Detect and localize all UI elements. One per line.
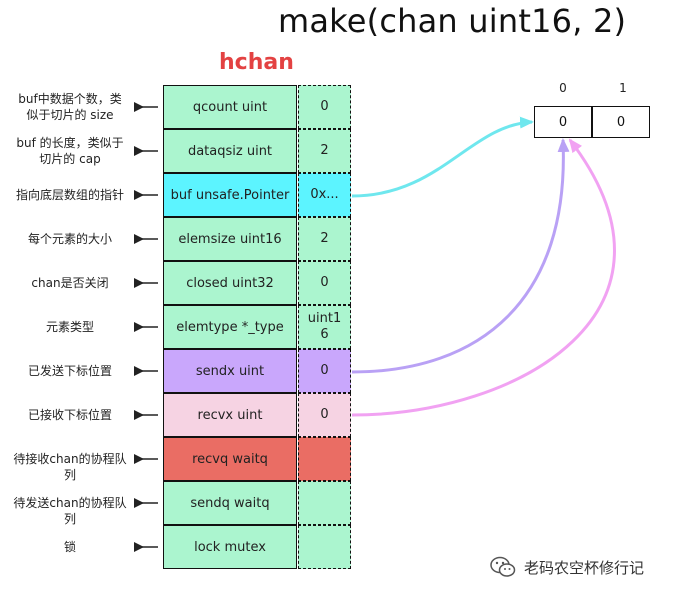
field-description: 锁 bbox=[63, 540, 76, 554]
field-value: 0 bbox=[298, 349, 351, 393]
field-name: elemtype *_type bbox=[163, 305, 297, 349]
field-name: sendq waitq bbox=[163, 481, 297, 525]
field-name: elemsize uint16 bbox=[163, 217, 297, 261]
array-cell-0: 0 bbox=[534, 106, 592, 138]
field-value: 0 bbox=[298, 261, 351, 305]
field-name: buf unsafe.Pointer bbox=[163, 173, 297, 217]
field-description: 元素类型 bbox=[45, 320, 94, 334]
field-value: 2 bbox=[298, 129, 351, 173]
hchan-row: recvq waitq bbox=[163, 437, 351, 481]
field-description: buf 的长度，类似于 切片的 cap bbox=[16, 136, 124, 166]
array-cell-1: 0 bbox=[592, 106, 650, 138]
field-value bbox=[298, 525, 351, 569]
field-description: chan是否关闭 bbox=[31, 276, 109, 290]
field-description: buf中数据个数，类 似于切片的 size bbox=[18, 92, 122, 122]
field-name: sendx uint bbox=[163, 349, 297, 393]
wechat-icon bbox=[490, 556, 516, 577]
field-value: 2 bbox=[298, 217, 351, 261]
field-value: 0 bbox=[298, 85, 351, 129]
hchan-row: lock mutex bbox=[163, 525, 351, 569]
array-index-1: 1 bbox=[619, 81, 627, 95]
field-value: uint1 6 bbox=[298, 305, 351, 349]
watermark-text: 老码农空杯修行记 bbox=[524, 558, 645, 577]
field-name: closed uint32 bbox=[163, 261, 297, 305]
struct-name: hchan bbox=[219, 50, 294, 75]
hchan-row: sendq waitq bbox=[163, 481, 351, 525]
field-name: recvx uint bbox=[163, 393, 297, 437]
watermark: 老码农空杯修行记 bbox=[490, 556, 644, 578]
array-index-0: 0 bbox=[559, 81, 567, 95]
field-name: recvq waitq bbox=[163, 437, 297, 481]
field-description: 待发送chan的协程队列 bbox=[13, 496, 127, 526]
sendx-arrow bbox=[351, 138, 570, 374]
field-name: qcount uint bbox=[163, 85, 297, 129]
field-name: lock mutex bbox=[163, 525, 297, 569]
field-value: 0 bbox=[298, 393, 351, 437]
field-name: dataqsiz uint bbox=[163, 129, 297, 173]
field-description: 待接收chan的协程队列 bbox=[13, 452, 127, 482]
field-value bbox=[298, 481, 351, 525]
recvx-arrow bbox=[351, 138, 616, 417]
field-description: 已接收下标位置 bbox=[27, 408, 112, 422]
field-value: 0x... bbox=[298, 173, 351, 217]
buf-pointer-arrow bbox=[351, 116, 534, 198]
field-description: 已发送下标位置 bbox=[27, 364, 112, 378]
diagram-title: make(chan uint16, 2) bbox=[278, 2, 627, 40]
field-value bbox=[298, 437, 351, 481]
label-arrows bbox=[134, 102, 158, 552]
field-description: 指向底层数组的指针 bbox=[15, 188, 124, 202]
field-description: 每个元素的大小 bbox=[27, 232, 112, 246]
